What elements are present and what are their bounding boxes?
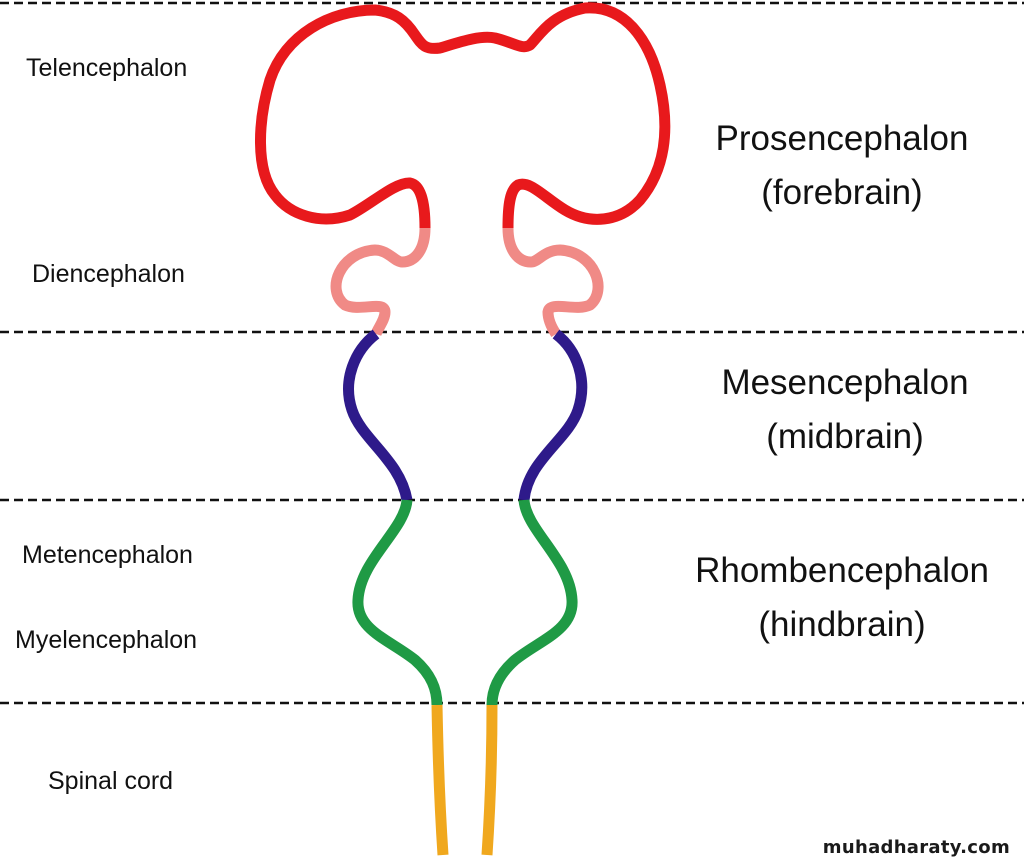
- label-forebrain: (forebrain): [761, 173, 923, 212]
- label-metencephalon: Metencephalon: [22, 541, 193, 569]
- label-rhombencephalon: Rhombencephalon: [695, 551, 989, 590]
- region-dividers: [0, 1, 1024, 705]
- mesencephalon-left: [343, 329, 413, 502]
- rhombencephalon-right: [486, 499, 578, 706]
- diencephalon-left: [330, 227, 431, 337]
- region-mesencephalon: Mesencephalon (midbrain): [680, 356, 1010, 464]
- region-rhombencephalon: Rhombencephalon (hindbrain): [677, 544, 1007, 652]
- diencephalon-right: [502, 227, 604, 338]
- telencephalon-outline: [255, 2, 671, 229]
- label-prosencephalon: Prosencephalon: [715, 119, 969, 158]
- label-mesencephalon: Mesencephalon: [721, 363, 969, 402]
- mesencephalon-right: [518, 329, 588, 501]
- spinal-cord-right: [481, 704, 498, 856]
- label-diencephalon: Diencephalon: [32, 260, 185, 288]
- label-myelencephalon: Myelencephalon: [15, 626, 198, 654]
- watermark: muhadharaty.com: [822, 837, 1010, 858]
- label-telencephalon: Telencephalon: [26, 54, 188, 82]
- label-midbrain: (midbrain): [766, 417, 924, 456]
- spinal-cord-left: [431, 704, 449, 856]
- region-prosencephalon: Prosencephalon (forebrain): [677, 112, 1007, 220]
- rhombencephalon-left: [352, 499, 443, 706]
- label-spinal-cord: Spinal cord: [48, 767, 174, 795]
- label-hindbrain: (hindbrain): [758, 605, 926, 644]
